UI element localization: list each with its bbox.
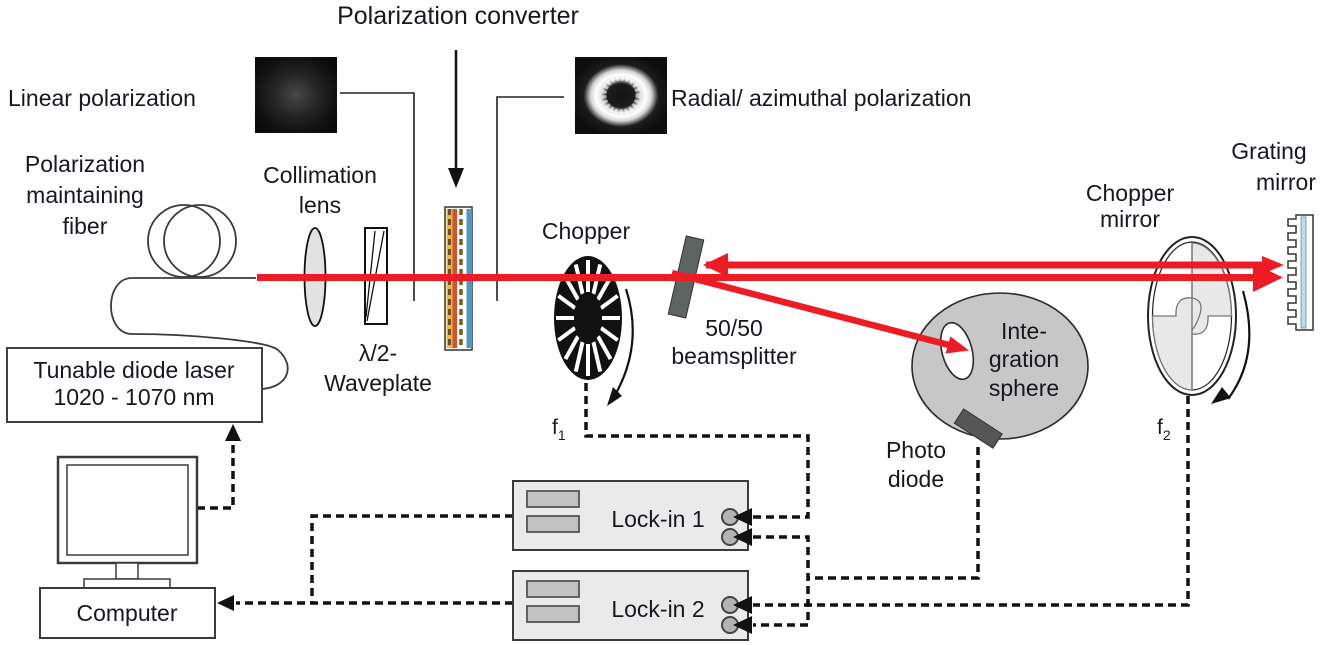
chopper-mirror-rotation-arrowhead [1211, 387, 1231, 404]
svg-text:Waveplate: Waveplate [324, 370, 432, 396]
fiber-path [110, 277, 289, 390]
signal-line-f2-to-lockin2 [753, 396, 1190, 607]
label-laser: Tunable diode laser 1020 - 1070 nm [33, 357, 235, 410]
radial-beam-profile-image [575, 57, 667, 134]
label-lockin2: Lock-in 2 [611, 596, 704, 622]
label-waveplate: λ/2- Waveplate [324, 340, 432, 396]
label-linear-polarization: Linear polarization [8, 85, 196, 111]
svg-text:Grating: Grating [1231, 138, 1306, 164]
svg-text:lens: lens [299, 192, 341, 218]
lockin2-display1 [526, 580, 580, 598]
converter-pointer-arrowhead [448, 168, 464, 188]
label-lockin1: Lock-in 1 [611, 506, 704, 532]
svg-text:1020 - 1070 nm: 1020 - 1070 nm [53, 384, 214, 410]
lockin1-box [512, 480, 752, 551]
svg-text:sphere: sphere [989, 375, 1059, 401]
laser-beams [257, 253, 1284, 354]
label-photo-diode: Photo diode [886, 437, 946, 492]
label-radial-polarization: Radial/ azimuthal polarization [671, 85, 971, 111]
fiber-assembly [110, 204, 289, 390]
label-integration-sphere: Inte- gration sphere [989, 318, 1059, 401]
computer-monitor [56, 455, 199, 589]
signal-wiring [197, 383, 1190, 627]
label-grating-mirror: Grating mirror [1231, 138, 1316, 195]
chopper-rotation-arrowhead [607, 387, 622, 406]
svg-text:λ/2-: λ/2- [359, 340, 397, 366]
label-f1: f1 [552, 416, 566, 443]
svg-text:Polarization: Polarization [25, 151, 145, 177]
computer-box [39, 587, 216, 639]
lockin1-display2 [526, 515, 580, 533]
linear-beam-profile-image [255, 57, 337, 133]
chopper-rotation-arc [613, 288, 634, 398]
beam-arrow-at-beamsplitter [703, 253, 728, 277]
arrow-into-lockin2-connector1 [733, 596, 752, 614]
chopper-slots [556, 260, 620, 376]
lockin1-display1 [526, 490, 580, 508]
svg-text:Inte-: Inte- [1001, 318, 1047, 344]
lockin2-display2 [526, 605, 580, 623]
grating-stripe [1300, 216, 1307, 329]
photo-diode-element [953, 408, 1003, 449]
svg-text:fiber: fiber [63, 213, 108, 239]
arrow-into-lockin2-connector2 [733, 616, 752, 634]
svg-text:diode: diode [888, 466, 944, 492]
grating-mirror [1287, 214, 1314, 331]
beam-arrow-at-grating-main [1253, 263, 1283, 292]
fiber-coil-loop1 [147, 204, 221, 278]
fiber-coil-loop2 [163, 204, 237, 278]
label-chopper-mirror: Chopper mirror [1086, 180, 1175, 232]
arrow-into-lockin1-connector2 [733, 528, 752, 546]
beam-reflected-to-sphere [671, 269, 950, 349]
monitor-stand [115, 562, 139, 580]
signal-line-photodiode [808, 447, 980, 580]
svg-text:Chopper: Chopper [1086, 180, 1175, 206]
laser-box [6, 347, 263, 423]
svg-text:50/50: 50/50 [705, 315, 763, 341]
chopper-hub [574, 292, 602, 344]
title-polarization-converter: Polarization converter [337, 2, 579, 30]
monitor-base [83, 578, 171, 589]
signal-line-computer-to-laser [197, 442, 235, 510]
beam-arrow-at-grating-return [1262, 256, 1284, 274]
signal-arrowheads [217, 424, 241, 611]
linear-profile-callout [340, 92, 415, 301]
radial-profile-callout [496, 96, 564, 301]
donut-speckle-ring [601, 75, 641, 115]
signal-line-trunk-photodiode [753, 535, 810, 627]
chopper-mirror-rotation-arc [1227, 290, 1251, 400]
arrow-into-computer [217, 595, 234, 611]
arrow-into-lockin1-connector1 [733, 508, 752, 526]
label-collimation-lens: Collimation lens [263, 162, 377, 218]
svg-text:mirror: mirror [1100, 206, 1160, 232]
chopper-mirror-blade2 [1151, 297, 1202, 391]
arrow-into-laser [225, 424, 241, 441]
monitor-screen [66, 464, 189, 556]
signal-line-lockin1-to-computer [310, 514, 513, 603]
beam-arrow-into-sphere [945, 336, 969, 354]
label-chopper: Chopper [542, 218, 631, 244]
label-beamsplitter: 50/50 beamsplitter [671, 315, 797, 369]
svg-text:Collimation: Collimation [263, 162, 377, 188]
label-computer: Computer [77, 600, 178, 626]
chopper-wheel [554, 256, 634, 406]
grating-body [1287, 214, 1314, 331]
signal-line-f1-to-lockin1 [584, 383, 810, 519]
svg-text:gration: gration [989, 346, 1059, 372]
label-pm-fiber: Polarization maintaining fiber [25, 151, 145, 239]
profile-callouts [340, 92, 564, 301]
label-f2: f2 [1157, 416, 1171, 443]
svg-text:Tunable diode laser: Tunable diode laser [33, 357, 235, 383]
svg-text:maintaining: maintaining [26, 182, 144, 208]
lockin2-box [512, 570, 752, 641]
svg-text:beamsplitter: beamsplitter [671, 343, 797, 369]
svg-text:mirror: mirror [1256, 169, 1316, 195]
svg-text:Photo: Photo [886, 437, 946, 463]
